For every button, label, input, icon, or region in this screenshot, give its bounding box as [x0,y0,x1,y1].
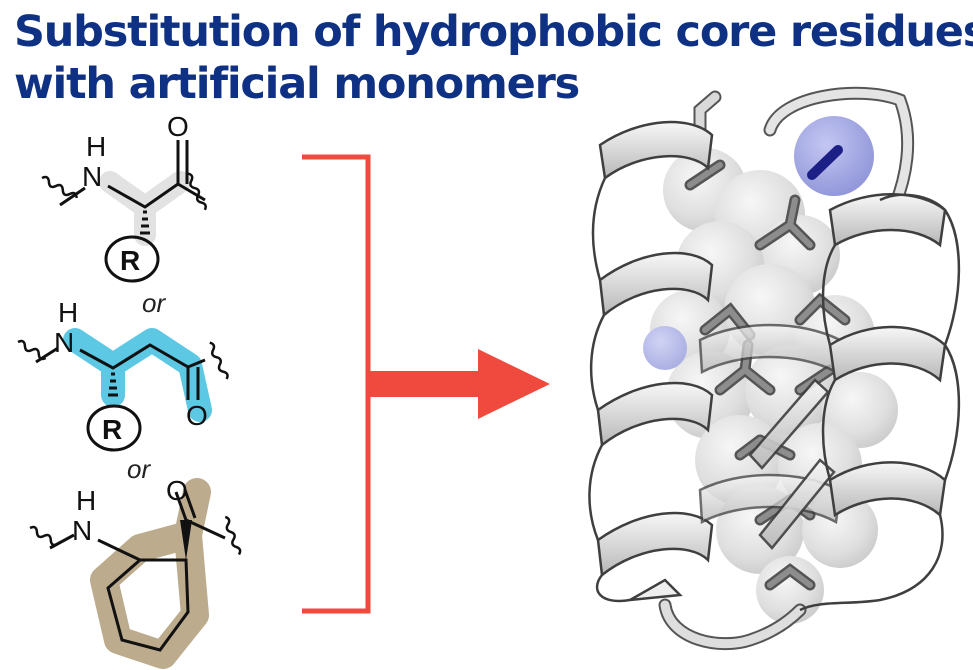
helix-left [596,120,714,578]
beta-n-label: N [54,327,74,358]
blue-stick [807,145,843,180]
helix-right [828,193,947,518]
cyclic-h-label: H [76,485,96,516]
page-title: Substitution of hydrophobic core residue… [14,6,973,110]
wavy-bond-icon [17,339,47,361]
separator-or-1: or [142,288,166,318]
wavy-bond-icon [209,341,229,380]
beta-amino-acid: N H O R [17,297,229,452]
alpha-o-label: O [167,111,189,142]
beta-r-label: R [102,414,122,445]
beta-r-circle [86,404,142,452]
wavy-bond-icon [29,525,59,547]
wavy-bond-icon [224,515,242,556]
bracket-icon [302,154,371,614]
hashed-bond-icon [108,372,118,397]
helix-arrowhead [629,578,683,602]
title-line-2: with artificial monomers [14,59,580,109]
hashed-bond-icon [140,210,150,235]
separator-or-2: or [127,454,151,484]
beta-highlight [63,328,212,422]
alpha-h-label: H [86,131,106,162]
protein-structure [588,86,961,651]
alpha-r-circle [104,235,160,283]
cyclic-n-label: N [72,515,92,546]
cyclic-o-label: O [166,475,188,506]
beta-h-label: H [58,297,78,328]
wedge-bond-icon [180,520,192,560]
helix-right-back [799,209,961,612]
cyclic-amino-acid: N H O [29,475,242,669]
helix-left-back [588,177,631,603]
alpha-r-label: R [120,245,140,276]
title-line-1: Substitution of hydrophobic core residue… [14,7,973,57]
wavy-bond-icon [187,172,207,211]
alpha-amino-acid: N H O R [41,111,207,283]
alpha-n-label: N [82,161,102,192]
helix-middle [698,323,842,550]
wavy-bond-icon [41,175,78,199]
beta-o-label: O [186,400,208,431]
right-arrow-icon [368,349,550,419]
